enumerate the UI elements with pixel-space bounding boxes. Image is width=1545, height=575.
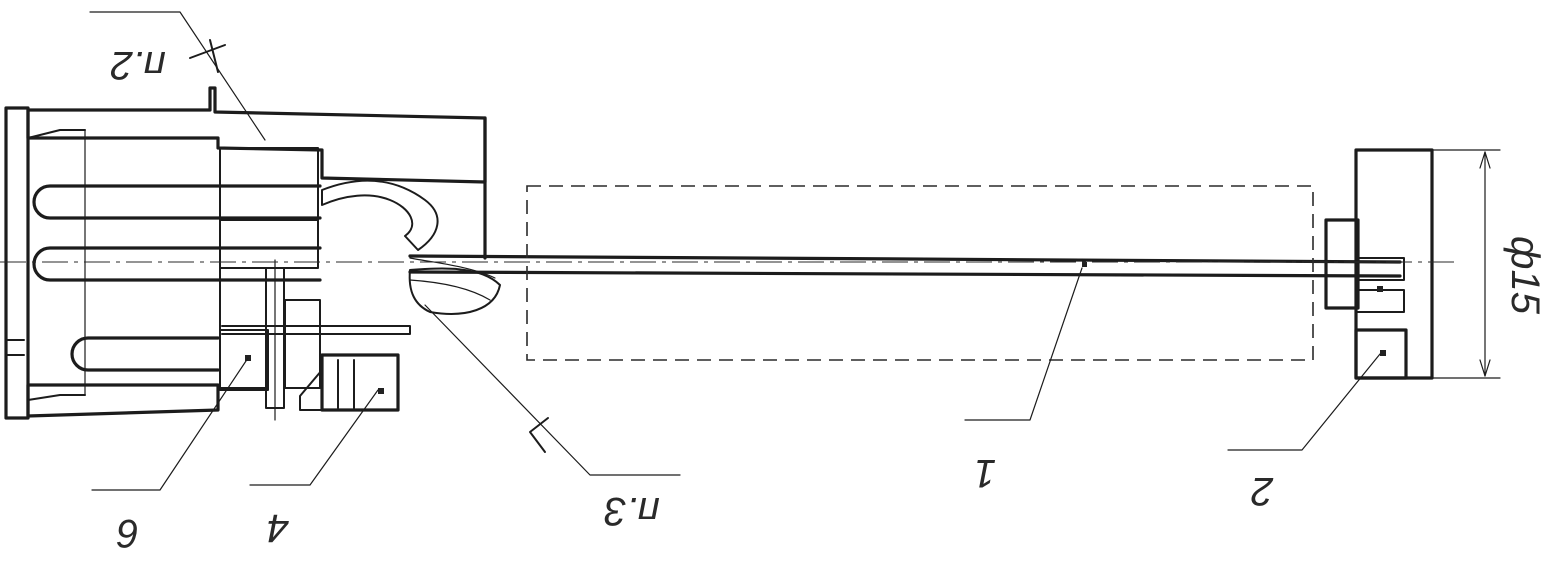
part-6-label: 6 [116,511,139,555]
wire-bundle [321,179,501,315]
end-cap [1324,148,1434,380]
diameter-dimension [1431,149,1501,379]
note-2-label: п.2 [110,43,165,87]
part-1-label: 1 [974,451,996,495]
diameter-label: ф15 [1503,236,1545,315]
leader-lines [89,11,1381,491]
connector-housing [4,86,487,421]
note-3-label: п.3 [604,489,659,533]
part-2-label: 2 [1251,469,1274,513]
phantom-outline [526,185,1314,361]
part-4-label: 4 [267,506,289,550]
rod [408,254,1402,278]
